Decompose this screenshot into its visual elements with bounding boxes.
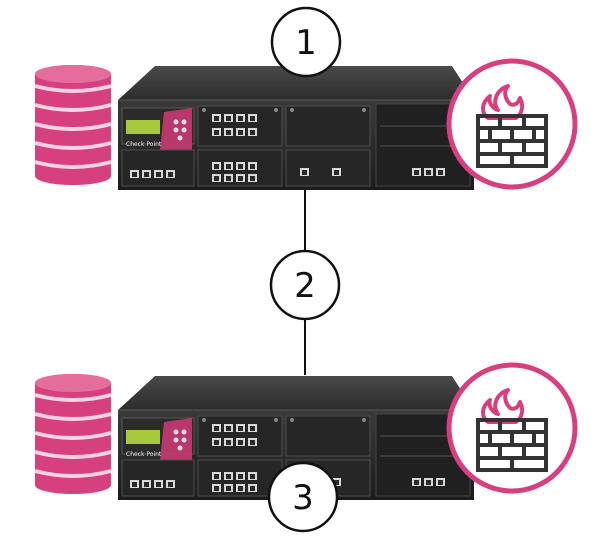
- step-marker-3: 3: [267, 461, 339, 533]
- brand-label: Check Point: [126, 451, 162, 458]
- step-marker-1: 1: [270, 6, 342, 78]
- firewall-icon: [449, 61, 575, 187]
- database-icon: [33, 63, 113, 187]
- step-number-2: 2: [294, 266, 316, 306]
- step-number-3: 3: [292, 478, 314, 518]
- firewall-icon: [449, 365, 575, 491]
- database-icon: [33, 372, 113, 496]
- security-appliance-primary: Check Point: [118, 66, 474, 190]
- lcd-screen: [126, 430, 160, 444]
- lcd-screen: [126, 120, 160, 134]
- step-marker-2: 2: [269, 249, 341, 321]
- step-number-1: 1: [295, 23, 317, 63]
- brand-label: Check Point: [126, 141, 162, 148]
